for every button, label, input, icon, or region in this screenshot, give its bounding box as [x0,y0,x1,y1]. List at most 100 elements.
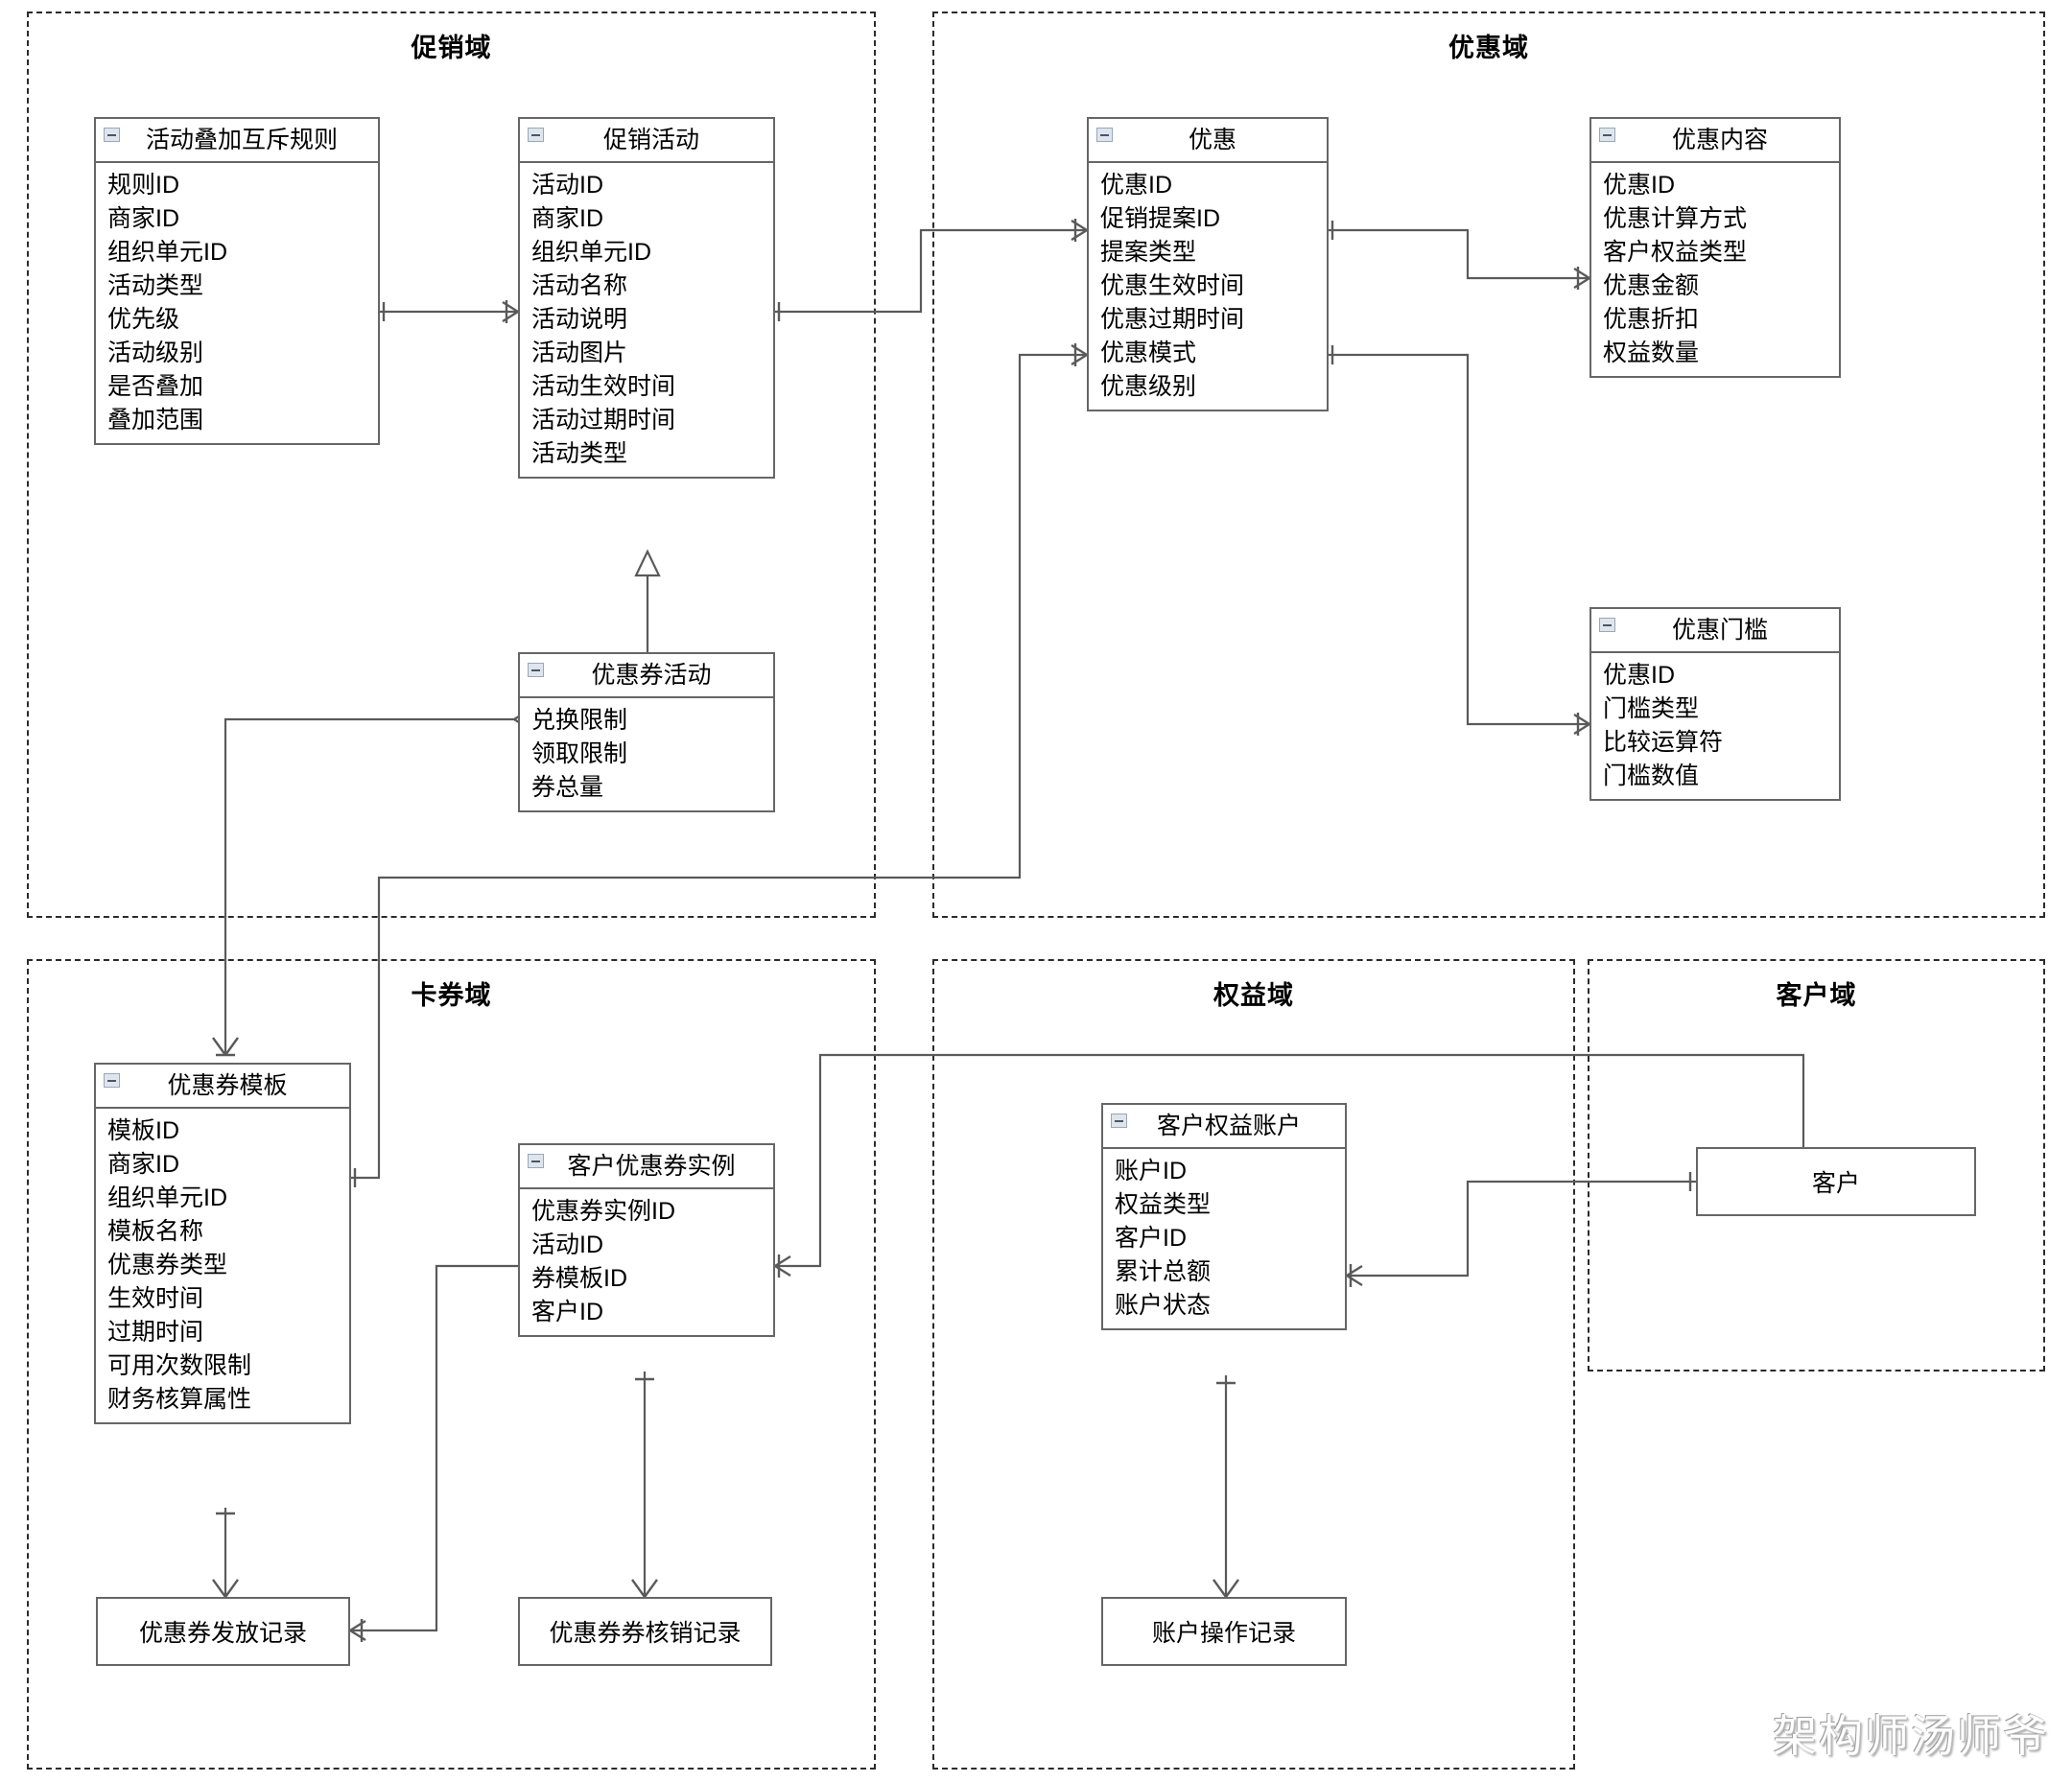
attribute: 优惠券类型 [107,1252,228,1278]
entity-discount[interactable]: 优惠 优惠ID 促销提案ID 提案类型 优惠生效时间 优惠过期时间 优惠模式 优… [1087,117,1329,411]
attribute-list: 优惠ID 优惠计算方式 客户权益类型 优惠金额 优惠折扣 权益数量 [1591,163,1839,376]
attribute: 活动类型 [531,440,628,467]
collapse-icon[interactable] [1599,128,1615,142]
domain-benefit: 权益域 [932,959,1575,1770]
attribute-list: 兑换限制 领取限制 券总量 [520,698,773,810]
entity-coupon-issue-record[interactable]: 优惠券发放记录 [96,1597,350,1666]
attribute-list: 优惠ID 门槛类型 比较运算符 门槛数值 [1591,653,1839,799]
attribute-list: 活动ID 商家ID 组织单元ID 活动名称 活动说明 活动图片 活动生效时间 活… [520,163,773,477]
entity-title: 优惠 [1188,126,1236,153]
attribute: 兑换限制 [531,707,628,734]
attribute: 优惠计算方式 [1603,205,1748,232]
entity-customer-coupon-instance[interactable]: 客户优惠券实例 优惠券实例ID 活动ID 券模板ID 客户ID [518,1143,775,1337]
entity-title: 账户操作记录 [1151,1620,1296,1647]
domain-title-discount: 优惠域 [1448,34,1529,62]
collapse-icon[interactable] [528,663,544,677]
watermark: 架构师汤师爷 [1773,1710,2049,1762]
attribute: 优惠金额 [1603,272,1700,299]
entity-title: 客户 [1811,1170,1860,1197]
entity-discount-content[interactable]: 优惠内容 优惠ID 优惠计算方式 客户权益类型 优惠金额 优惠折扣 权益数量 [1589,117,1841,378]
attribute: 优惠ID [1603,662,1676,689]
entity-title: 促销活动 [602,126,699,153]
attribute: 组织单元ID [107,1184,228,1211]
attribute: 权益数量 [1603,340,1700,366]
attribute: 权益类型 [1115,1191,1212,1218]
entity-header: 促销活动 [520,119,773,163]
domain-title-coupon: 卡券域 [411,981,492,1010]
entity-title: 优惠券券核销记录 [549,1620,742,1647]
collapse-icon[interactable] [1111,1114,1127,1128]
attribute: 优先级 [107,306,180,333]
attribute: 模板ID [107,1117,180,1144]
entity-promotion-activity[interactable]: 促销活动 活动ID 商家ID 组织单元ID 活动名称 活动说明 活动图片 活动生… [518,117,775,479]
attribute: 商家ID [107,205,180,232]
attribute: 客户ID [1115,1225,1188,1252]
attribute: 领取限制 [531,740,628,767]
attribute: 提案类型 [1100,239,1197,266]
entity-stack-rule[interactable]: 活动叠加互斥规则 规则ID 商家ID 组织单元ID 活动类型 优先级 活动级别 … [94,117,380,445]
attribute-list: 账户ID 权益类型 客户ID 累计总额 账户状态 [1103,1149,1345,1328]
entity-account-operation-record[interactable]: 账户操作记录 [1101,1597,1347,1666]
attribute: 门槛类型 [1603,695,1700,722]
domain-title-customer: 客户域 [1776,981,1857,1010]
collapse-icon[interactable] [1096,128,1113,142]
entity-coupon-template[interactable]: 优惠券模板 模板ID 商家ID 组织单元ID 模板名称 优惠券类型 生效时间 过… [94,1063,351,1424]
entity-coupon-activity[interactable]: 优惠券活动 兑换限制 领取限制 券总量 [518,652,775,812]
entity-title: 优惠内容 [1671,126,1768,153]
attribute: 账户ID [1115,1158,1188,1184]
entity-customer[interactable]: 客户 [1696,1147,1976,1216]
entity-title: 优惠券发放记录 [138,1620,307,1647]
entity-header: 客户优惠券实例 [520,1145,773,1189]
domain-title-promotion: 促销域 [411,34,492,62]
attribute-list: 规则ID 商家ID 组织单元ID 活动类型 优先级 活动级别 是否叠加 叠加范围 [96,163,378,443]
entity-header: 活动叠加互斥规则 [96,119,378,163]
attribute: 活动过期时间 [531,407,676,434]
attribute: 过期时间 [107,1319,204,1346]
entity-discount-threshold[interactable]: 优惠门槛 优惠ID 门槛类型 比较运算符 门槛数值 [1589,607,1841,801]
attribute: 优惠级别 [1100,373,1197,400]
attribute: 组织单元ID [107,239,228,266]
attribute: 促销提案ID [1100,205,1221,232]
collapse-icon[interactable] [1599,618,1615,632]
collapse-icon[interactable] [104,1073,120,1088]
collapse-icon[interactable] [528,1154,544,1168]
attribute: 活动生效时间 [531,373,676,400]
attribute: 活动说明 [531,306,628,333]
attribute: 券总量 [531,774,604,801]
entity-header: 优惠门槛 [1591,609,1839,653]
collapse-icon[interactable] [104,128,120,142]
attribute: 活动ID [531,172,604,199]
attribute: 商家ID [531,205,604,232]
entity-header: 客户权益账户 [1103,1105,1345,1149]
attribute: 券模板ID [531,1265,628,1292]
collapse-icon[interactable] [528,128,544,142]
attribute: 客户权益类型 [1603,239,1748,266]
attribute: 财务核算属性 [107,1386,252,1413]
attribute: 优惠券实例ID [531,1198,676,1225]
attribute: 优惠生效时间 [1100,272,1245,299]
attribute: 规则ID [107,172,180,199]
attribute: 生效时间 [107,1285,204,1312]
attribute: 优惠ID [1603,172,1676,199]
entity-header: 优惠券模板 [96,1065,349,1109]
attribute: 活动ID [531,1231,604,1258]
attribute: 优惠过期时间 [1100,306,1245,333]
attribute-list: 模板ID 商家ID 组织单元ID 模板名称 优惠券类型 生效时间 过期时间 可用… [96,1109,349,1422]
entity-title: 优惠券活动 [591,661,712,689]
attribute: 优惠ID [1100,172,1173,199]
attribute: 优惠模式 [1100,340,1197,366]
entity-header: 优惠内容 [1591,119,1839,163]
domain-title-benefit: 权益域 [1213,981,1294,1010]
entity-header: 优惠券活动 [520,654,773,698]
attribute: 是否叠加 [107,373,204,400]
entity-title: 活动叠加互斥规则 [145,126,338,153]
attribute: 优惠折扣 [1603,306,1700,333]
entity-benefit-account[interactable]: 客户权益账户 账户ID 权益类型 客户ID 累计总额 账户状态 [1101,1103,1347,1330]
entity-title: 优惠门槛 [1671,616,1768,644]
entity-coupon-redeem-record[interactable]: 优惠券券核销记录 [518,1597,772,1666]
attribute: 比较运算符 [1603,729,1724,756]
attribute-list: 优惠ID 促销提案ID 提案类型 优惠生效时间 优惠过期时间 优惠模式 优惠级别 [1089,163,1327,410]
attribute: 商家ID [107,1151,180,1178]
attribute: 活动图片 [531,340,628,366]
